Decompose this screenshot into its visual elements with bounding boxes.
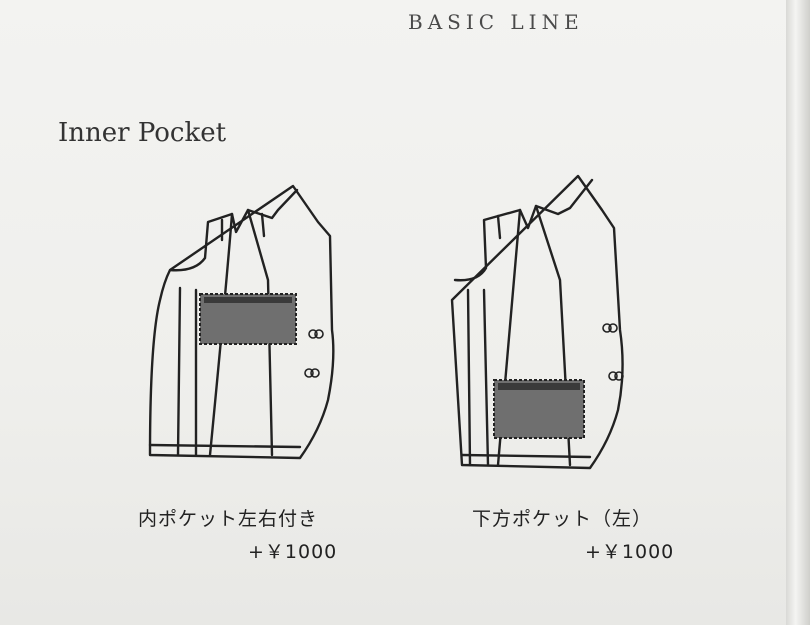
option-2-caption: 下方ポケット（左） bbox=[472, 508, 653, 530]
jacket-1-outline bbox=[148, 184, 335, 460]
option-1-price: +￥1000 bbox=[248, 541, 338, 563]
jacket-1-hem bbox=[148, 443, 302, 449]
jacket-2-buttons bbox=[602, 323, 624, 381]
jacket-1-seam bbox=[176, 286, 182, 457]
option-1-caption: 内ポケット左右付き bbox=[138, 508, 319, 530]
inner-pocket-lower bbox=[493, 379, 585, 439]
jacket-2-hem bbox=[460, 453, 592, 459]
section-title: Inner Pocket bbox=[58, 118, 227, 148]
catalog-page bbox=[0, 0, 790, 625]
series-title: BASIC LINE bbox=[408, 10, 584, 34]
jacket-illustrations bbox=[148, 174, 624, 470]
jacket-2-seam bbox=[466, 288, 472, 467]
jacket-illustration-1 bbox=[148, 184, 335, 460]
option-2-price: +￥1000 bbox=[585, 541, 675, 563]
inner-pocket-upper bbox=[199, 293, 297, 345]
jacket-1-buttons bbox=[304, 329, 324, 378]
jacket-2-outline bbox=[450, 174, 624, 470]
jacket-2-seam-2 bbox=[482, 288, 490, 467]
jacket-2-dart bbox=[496, 214, 502, 240]
jacket-1-dart-2 bbox=[260, 212, 266, 238]
jacket-1-lapel bbox=[246, 208, 274, 457]
page-edge bbox=[786, 0, 810, 625]
